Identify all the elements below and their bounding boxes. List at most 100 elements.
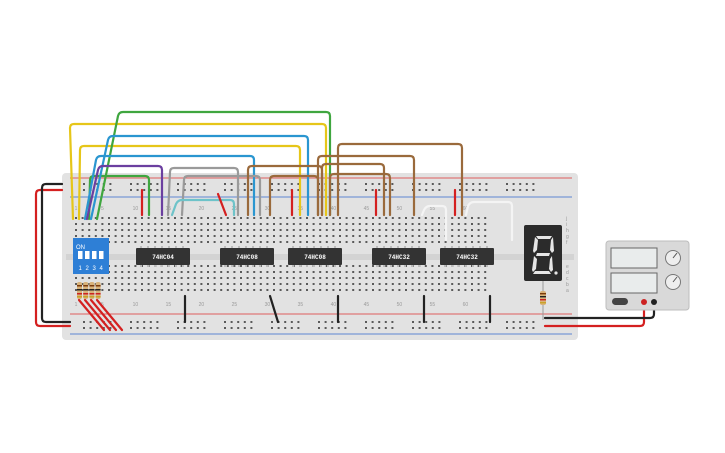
hole[interactable] [424,289,427,291]
wire-black-rail-left[interactable] [40,182,72,324]
rail-hole[interactable] [143,183,146,185]
hole[interactable] [226,235,229,237]
rail-hole[interactable] [331,189,334,191]
hole[interactable] [418,241,421,243]
hole[interactable] [365,229,368,231]
hole[interactable] [75,235,77,237]
rail-hole[interactable] [177,321,179,323]
hole[interactable] [154,277,157,279]
hole[interactable] [471,271,473,273]
hole[interactable] [187,241,190,243]
hole[interactable] [233,229,236,231]
hole[interactable] [477,229,480,231]
hole[interactable] [378,289,381,291]
wire-brown-4[interactable] [316,154,416,217]
hole[interactable] [471,235,473,237]
hole[interactable] [121,277,124,279]
hole[interactable] [339,277,341,279]
hole[interactable] [279,229,282,231]
hole[interactable] [365,271,368,273]
hole[interactable] [220,265,223,267]
rail-hole[interactable] [465,321,468,323]
hole[interactable] [457,223,460,225]
hole[interactable] [246,277,249,279]
hole[interactable] [286,277,289,279]
hole[interactable] [391,223,394,225]
hole[interactable] [266,289,269,291]
hole[interactable] [233,223,236,225]
hole[interactable] [273,277,275,279]
hole[interactable] [325,289,328,291]
hole[interactable] [372,235,374,237]
hole[interactable] [365,223,368,225]
hole[interactable] [147,271,150,273]
hole[interactable] [471,289,473,291]
hole[interactable] [484,283,487,285]
hole[interactable] [193,229,196,231]
hole[interactable] [88,289,91,291]
hole[interactable] [174,289,176,291]
hole[interactable] [424,241,427,243]
hole[interactable] [273,241,275,243]
hole[interactable] [81,223,84,225]
hole[interactable] [411,241,414,243]
hole[interactable] [358,235,361,237]
hole[interactable] [431,223,434,225]
hole[interactable] [319,289,322,291]
hole[interactable] [385,241,388,243]
hole[interactable] [240,283,242,285]
hole[interactable] [193,235,196,237]
hole[interactable] [385,229,388,231]
rail-hole[interactable] [525,327,528,329]
hole[interactable] [312,229,315,231]
rail-hole[interactable] [156,321,159,323]
hole[interactable] [339,223,341,225]
hole[interactable] [266,277,269,279]
hole[interactable] [457,217,460,219]
rail-hole[interactable] [425,183,428,185]
hole[interactable] [226,283,229,285]
hole[interactable] [200,241,203,243]
dip-toggle-2[interactable] [85,251,90,259]
hole[interactable] [398,229,401,231]
hole[interactable] [167,217,170,219]
hole[interactable] [200,283,203,285]
hole[interactable] [213,235,216,237]
hole[interactable] [451,283,454,285]
hole[interactable] [101,277,104,279]
rail-hole[interactable] [196,189,199,191]
hole[interactable] [385,217,388,219]
rail-hole[interactable] [512,189,515,191]
wire-red-resistor-2[interactable] [83,298,112,332]
hole[interactable] [207,283,209,285]
hole[interactable] [167,235,170,237]
rail-hole[interactable] [418,189,421,191]
hole[interactable] [464,223,467,225]
rail-hole[interactable] [230,183,233,185]
rail-hole[interactable] [378,327,381,329]
rail-hole[interactable] [250,327,253,329]
hole[interactable] [431,265,434,267]
hole[interactable] [121,283,124,285]
wire-gray-2[interactable] [180,174,262,217]
rail-hole[interactable] [83,189,85,191]
rail-hole[interactable] [190,321,193,323]
hole[interactable] [398,283,401,285]
hole[interactable] [418,217,421,219]
rail-hole[interactable] [224,327,226,329]
hole[interactable] [141,217,143,219]
hole[interactable] [471,283,473,285]
hole[interactable] [180,217,183,219]
hole[interactable] [101,235,104,237]
hole[interactable] [378,271,381,273]
hole[interactable] [180,235,183,237]
hole[interactable] [160,283,163,285]
rail-hole[interactable] [472,321,475,323]
rail-hole[interactable] [250,189,253,191]
rail-hole[interactable] [485,183,488,185]
rail-hole[interactable] [136,321,139,323]
hole[interactable] [378,265,381,267]
hole[interactable] [279,265,282,267]
